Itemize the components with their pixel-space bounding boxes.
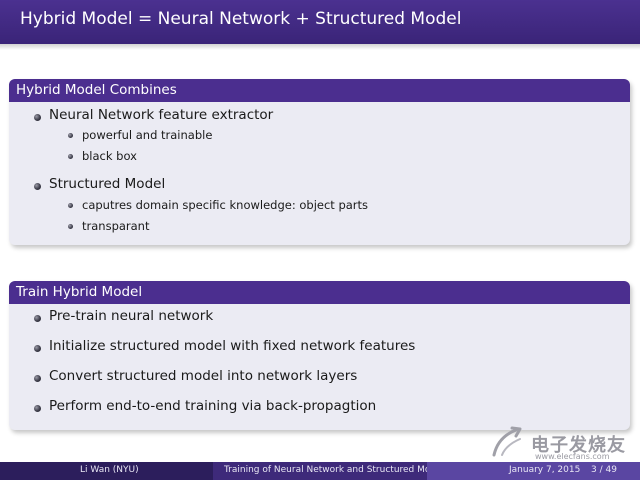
slide-title-bar: Hybrid Model = Neural Network + Structur… (0, 0, 640, 44)
bullet-icon (34, 183, 41, 190)
list-item: Neural Network feature extractor (49, 107, 274, 123)
bullet-icon (34, 114, 41, 121)
sub-bullet-icon (68, 154, 73, 159)
slide-title: Hybrid Model = Neural Network + Structur… (20, 9, 462, 29)
list-item: Perform end-to-end training via back-pro… (49, 398, 377, 414)
watermark-text: 电子发烧友 (531, 435, 626, 456)
footer-title-section: Training of Neural Network and Structure… (213, 462, 444, 480)
slide-footer: Li Wan (NYU) Training of Neural Network … (0, 462, 640, 480)
sub-list-item: caputres domain specific knowledge: obje… (82, 198, 369, 212)
bullet-icon (34, 315, 41, 322)
sub-bullet-icon (68, 224, 73, 229)
list-item: Structured Model (49, 176, 166, 192)
bullet-icon (34, 405, 41, 412)
block-heading: Train Hybrid Model (9, 281, 630, 304)
sub-bullet-icon (68, 203, 73, 208)
elecfans-logo-icon (492, 426, 522, 457)
block-train-hybrid-model: Train Hybrid Model Pre-train neural netw… (9, 281, 630, 430)
list-item: Pre-train neural network (49, 308, 214, 324)
list-item: Initialize structured model with fixed n… (49, 338, 416, 354)
bullet-icon (34, 345, 41, 352)
footer-page-number: 3 / 49 (591, 465, 617, 475)
bullet-icon (34, 375, 41, 382)
sub-list-item: powerful and trainable (82, 128, 213, 142)
sub-bullet-icon (68, 133, 73, 138)
block-heading: Hybrid Model Combines (9, 79, 630, 102)
footer-author-section: Li Wan (NYU) (0, 462, 213, 480)
sub-list-item: transparant (82, 219, 150, 233)
footer-date-section: January 7, 2015 3 / 49 (427, 462, 640, 480)
watermark-url: www.elecfans.com (535, 452, 610, 461)
list-item: Convert structured model into network la… (49, 368, 358, 384)
title-shadow (0, 44, 640, 50)
block-hybrid-model-combines: Hybrid Model Combines Neural Network fea… (9, 79, 630, 245)
footer-author: Li Wan (NYU) (80, 465, 139, 475)
sub-list-item: black box (82, 149, 137, 163)
footer-talk-title: Training of Neural Network and Structure… (224, 465, 445, 475)
footer-date: January 7, 2015 (509, 465, 581, 475)
